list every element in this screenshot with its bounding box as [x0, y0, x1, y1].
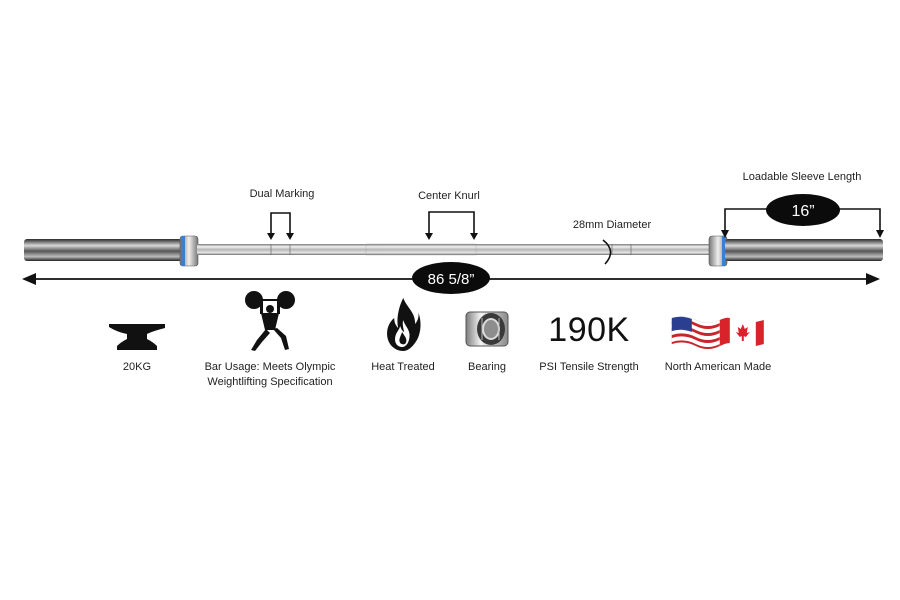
- feature-north-american-made-caption: North American Made: [664, 361, 772, 373]
- sleeve-length-bracket: [721, 194, 884, 238]
- center-knurl: [365, 243, 477, 256]
- feature-bar-usage-caption: Bar Usage: Meets Olympic Weightlifting S…: [204, 361, 336, 388]
- anvil-icon: [109, 324, 165, 350]
- center-knurl-bracket: [425, 211, 478, 240]
- overall-length-badge: [412, 262, 490, 294]
- right-sleeve: [725, 239, 883, 261]
- feature-tensile-strength: 190K PSI Tensile Strength: [539, 290, 638, 375]
- feature-bearing: Bearing: [461, 290, 513, 375]
- diameter-arc-icon: [602, 239, 612, 265]
- flame-icon: [386, 298, 421, 351]
- tensile-strength-value: 190K: [548, 311, 630, 349]
- feature-heat-treated-caption: Heat Treated: [371, 361, 435, 373]
- diameter-label: 28mm Diameter: [572, 219, 652, 231]
- bearing-icon: [465, 311, 509, 347]
- sleeve-length-value: 16”: [791, 203, 814, 220]
- feature-tensile-strength-caption: PSI Tensile Strength: [539, 361, 639, 373]
- feature-bar-usage: Bar Usage: Meets Olympic Weightlifting S…: [200, 290, 340, 390]
- sleeve-length-badge: [766, 194, 840, 226]
- right-collar-ring: [722, 236, 726, 266]
- left-collar-ring: [181, 236, 185, 266]
- dual-marking-label: Dual Marking: [249, 188, 315, 200]
- feature-weight-caption: 20KG: [122, 361, 152, 373]
- feature-bearing-caption: Bearing: [468, 361, 506, 373]
- barbell: [24, 235, 883, 267]
- dual-marking-bracket: [267, 212, 294, 240]
- overall-length-arrow: [22, 262, 880, 294]
- left-sleeve: [24, 239, 182, 261]
- feature-weight: 20KG: [107, 290, 167, 375]
- feature-heat-treated: Heat Treated: [371, 290, 435, 375]
- overall-length-value: 86 5/8”: [428, 271, 475, 288]
- us-canada-flag-icon: [671, 316, 764, 350]
- feature-north-american-made: North American Made: [665, 290, 771, 375]
- weightlifter-icon: [245, 291, 295, 351]
- sleeve-length-label: Loadable Sleeve Length: [742, 171, 862, 183]
- center-knurl-label: Center Knurl: [418, 190, 480, 202]
